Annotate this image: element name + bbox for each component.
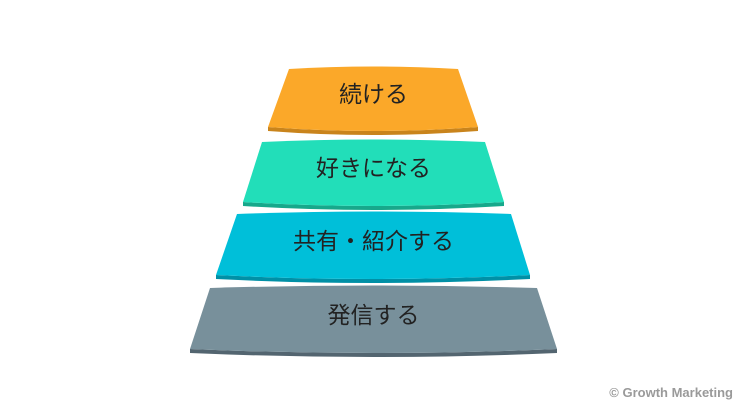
copyright-credit: © Growth Marketing <box>609 385 733 400</box>
tier-edge <box>243 202 504 210</box>
tier-3-shape <box>216 211 530 283</box>
tier-1-shape <box>268 66 478 135</box>
tier-face <box>243 139 504 206</box>
tier-4-label: 発信する <box>327 303 420 329</box>
tier-edge <box>190 349 557 357</box>
tier-2-shape <box>243 139 504 210</box>
tier-3-label: 共有・紹介する <box>293 229 454 255</box>
tier-1-label: 続ける <box>339 82 408 108</box>
tier-4-shape <box>190 285 557 357</box>
tier-face <box>268 66 478 131</box>
tier-face <box>216 211 530 279</box>
tier-2-label: 好きになる <box>316 156 431 182</box>
tier-face <box>190 285 557 353</box>
